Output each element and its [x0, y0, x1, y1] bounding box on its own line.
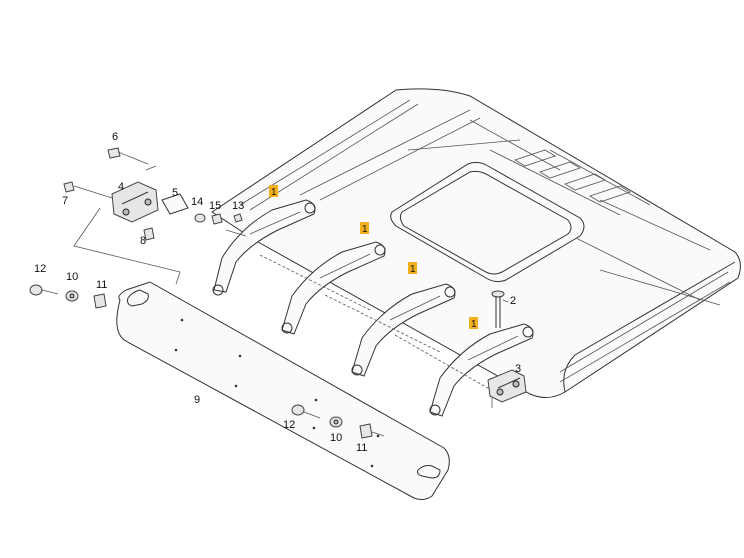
fasteners-left — [29, 284, 107, 309]
callout-c12a: 12 — [34, 263, 46, 275]
callout-c8: 8 — [140, 235, 146, 247]
front-hinge-assembly — [63, 147, 247, 285]
roof-bow-4 — [429, 323, 534, 417]
highlight-box-h4 — [469, 317, 478, 329]
highlight-label-h3: 1 — [410, 264, 416, 275]
callout-c12b: 12 — [283, 419, 295, 431]
bolt-part-2 — [491, 290, 509, 328]
callout-c14: 14 — [191, 196, 203, 208]
callout-c15: 15 — [209, 200, 221, 212]
highlight-label-h1: 1 — [271, 187, 277, 198]
highlight-label-h4: 1 — [471, 319, 477, 330]
callout-c6: 6 — [112, 131, 118, 143]
callout-c7: 7 — [62, 195, 68, 207]
highlight-box-h1 — [269, 185, 278, 197]
roof-bow-3 — [351, 283, 456, 377]
highlight-box-h2 — [360, 222, 369, 234]
highlight-labels: 1 1 1 1 — [269, 185, 478, 330]
callout-c10a: 10 — [66, 271, 78, 283]
callout-c9: 9 — [194, 394, 200, 406]
highlight-label-h2: 1 — [362, 224, 368, 235]
callout-c3: 3 — [515, 363, 521, 375]
highlight-box-h3 — [408, 262, 417, 274]
callout-c5: 5 — [172, 187, 178, 199]
callout-c2: 2 — [510, 295, 516, 307]
roof-bow-1 — [212, 199, 316, 296]
callout-c11a: 11 — [96, 279, 107, 291]
trim-panel-part-9 — [116, 281, 450, 501]
sunroof-opening — [390, 161, 585, 283]
callout-c11b: 11 — [356, 442, 367, 454]
hinge-bracket-part-3 — [487, 369, 527, 408]
fasteners-lower — [291, 404, 385, 439]
callout-c4: 4 — [118, 181, 124, 193]
callout-c13: 13 — [232, 200, 244, 212]
roof-bow-2 — [281, 241, 386, 335]
callout-c10b: 10 — [330, 432, 342, 444]
